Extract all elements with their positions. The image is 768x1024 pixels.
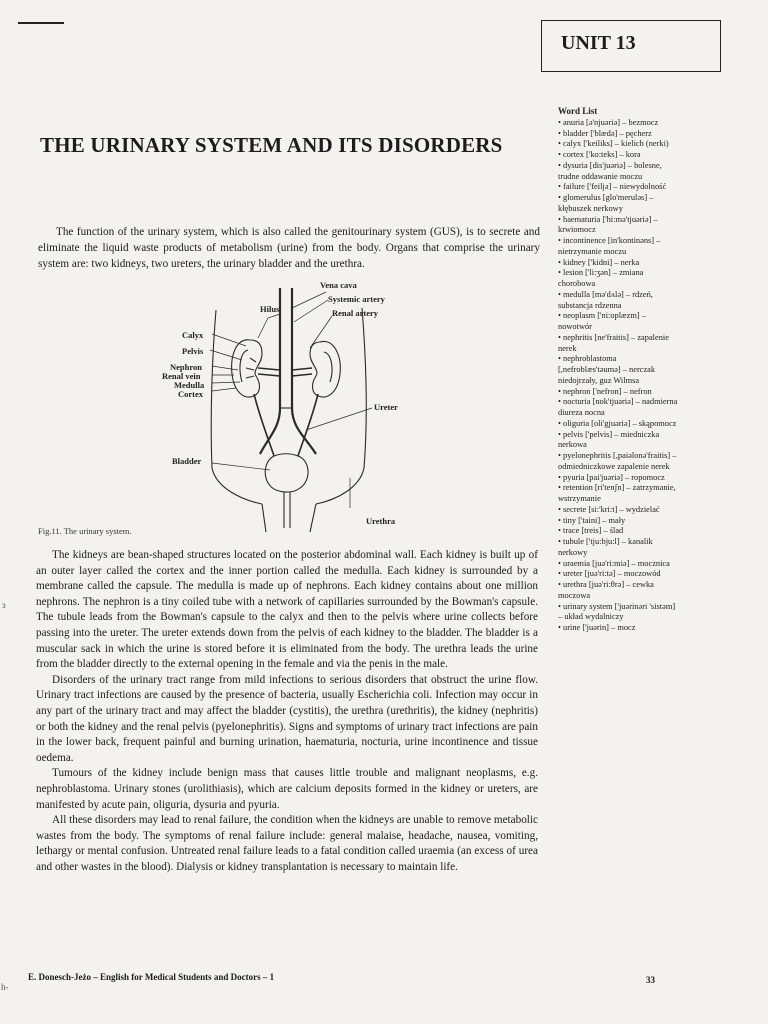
word-list-entry: • dysuria [dis'juəriə] – bolesne, trudne… [558, 160, 662, 181]
intro-paragraph: The function of the urinary system, whic… [38, 226, 540, 270]
word-list-entry: • nephron ['nefron] – nefron [558, 386, 652, 396]
word-list-entry: • neoplasm ['ni:oplæzm] – nowotwór [558, 311, 646, 331]
word-list-title: Word List [558, 106, 598, 116]
word-list-entry: • pyelonephritis [,paiəlonə'fraitis] – o… [558, 451, 677, 471]
unit-label: UNIT 13 [561, 32, 636, 54]
word-list-entry: • secrete [si:'kri:t] – wydzielać [558, 504, 660, 514]
word-list-entry: • glomerulus [glo'meruləs] – kłębuszek n… [558, 193, 654, 213]
word-list-entry: • nephroblastoma [,nefroblæs'təumə] – ne… [558, 354, 656, 385]
word-list-entry: • incontinence [in'kontinəns] – nietrzym… [558, 236, 661, 256]
word-list-entry: • pyuria [pai'juəriə] – ropomocz [558, 472, 665, 482]
label-cortex: Cortex [178, 389, 204, 399]
intro-section: The function of the urinary system, whic… [38, 224, 540, 272]
label-hilus: Hilus [260, 304, 280, 314]
word-list-entry: • retention [ri'tenʃn] – zatrzymanie, ws… [558, 483, 676, 503]
margin-mark: ɜ [2, 600, 6, 610]
label-nephron: Nephron [170, 362, 202, 372]
page-title: THE URINARY SYSTEM AND ITS DISORDERS [40, 133, 503, 157]
word-list-entry: • oliguria [oli'gjuəriə] – skąpomocz [558, 418, 677, 428]
word-list-entry: • tiny ['taini] – mały [558, 515, 626, 525]
margin-mark: h- [1, 982, 9, 992]
figure-caption: Fig.11. The urinary system. [38, 526, 132, 536]
word-list-entry: • kidney ['kidni] – nerka [558, 257, 640, 267]
word-list-entries: • anuria [ə'njuəriə] – bezmocz• bladder … [558, 118, 680, 634]
label-medulla: Medulla [174, 380, 205, 390]
word-list-entry: • lesion ['li:ʒən] – zmiana chorobowa [558, 268, 644, 288]
label-renal-vein: Renal vein [162, 371, 201, 381]
word-list-entry: • medulla [mə'dʌlə] – rdzeń, substancja … [558, 289, 653, 310]
word-list-entry: • urinary system ['juərinəri 'sistəm] – … [558, 601, 676, 622]
word-list-entry: • nocturia [nok'tjuəriə] – nadmierna diu… [558, 397, 678, 417]
paragraph-disorders: Disorders of the urinary tract range fro… [36, 673, 538, 764]
word-list-entry: • tubule ['tju:bju:l] – kanalik nerkowy [558, 537, 653, 557]
label-calyx: Calyx [182, 330, 204, 340]
label-bladder: Bladder [172, 456, 202, 466]
word-list-entry: • ureter [juə'ri:tə] – moczowód [558, 569, 661, 579]
label-vena-cava: Vena cava [320, 280, 357, 290]
word-list-entry: • nephritis [ne'fraitis] – zapalenie ner… [558, 332, 669, 353]
paragraph-tumours: Tumours of the kidney include benign mas… [36, 767, 538, 811]
urinary-system-figure: Vena cava Systemic artery Hilus Renal ar… [150, 278, 420, 536]
footer-citation: E. Donesch-Jeżo – English for Medical St… [28, 972, 275, 982]
label-ureter: Ureter [374, 402, 398, 412]
top-rule [18, 22, 64, 24]
page-number: 33 [646, 975, 655, 985]
word-list: Word List • anuria [ə'njuəriə] – bezmocz… [558, 106, 680, 634]
word-list-entry: • trace [treis] – ślad [558, 526, 624, 536]
word-list-entry: • urethra [juə'ri:θrə] – cewka moczowa [558, 580, 654, 600]
urinary-system-diagram [209, 288, 373, 533]
word-list-entry: • urine ['juərin] – mocz [558, 623, 636, 632]
word-list-entry: • anuria [ə'njuəriə] – bezmocz [558, 117, 659, 127]
word-list-entry: • cortex ['ko:teks] – kora [558, 150, 641, 159]
word-list-entry: • uraemia [juə'ri:miə] – mocznica [558, 558, 670, 568]
body-text: The kidneys are bean-shaped structures l… [36, 548, 538, 875]
paragraph-renal-failure: All these disorders may lead to renal fa… [36, 814, 538, 873]
word-list-entry: • bladder ['blædə] – pęcherz [558, 128, 652, 138]
word-list-entry: • pelvis ['pelvis] – miedniczka nerkowa [558, 429, 660, 450]
label-pelvis: Pelvis [182, 346, 204, 356]
word-list-entry: • haematuria ['hi:mə'tjuəriə] – krwiomoc… [558, 214, 658, 235]
label-systemic-artery: Systemic artery [328, 294, 385, 304]
paragraph-kidneys: The kidneys are bean-shaped structures l… [36, 549, 538, 671]
label-renal-artery: Renal artery [332, 308, 379, 318]
word-list-entry: • failure ['feiljə] – niewydolność [558, 182, 667, 192]
word-list-entry: • calyx ['keiliks] – kielich (nerki) [558, 139, 669, 149]
unit-label-box: UNIT 13 [541, 20, 721, 72]
label-urethra: Urethra [366, 516, 396, 526]
